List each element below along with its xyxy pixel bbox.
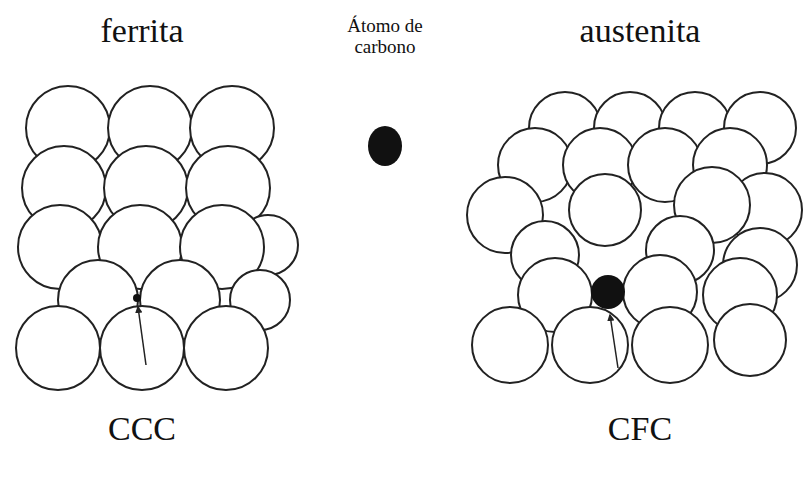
- structure-title: ferrita: [100, 12, 183, 49]
- bcc-lattice: [16, 86, 298, 390]
- carbon-atom: [368, 126, 402, 166]
- fcc-lattice: [467, 92, 802, 383]
- carbon-label: Átomo de carbono: [326, 16, 444, 58]
- lattice-type: CCC: [108, 410, 176, 447]
- structure-title: austenita: [580, 12, 701, 49]
- lattice-type: CFC: [608, 410, 672, 447]
